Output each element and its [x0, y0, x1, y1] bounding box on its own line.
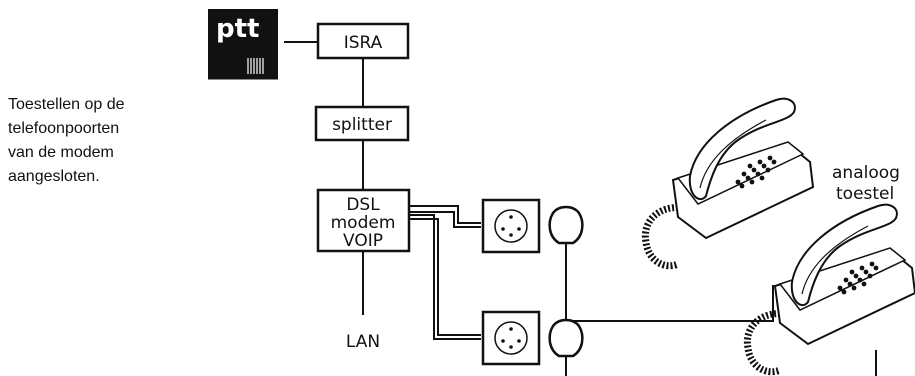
wall-socket-1 — [481, 198, 541, 254]
phone-label-line-1: analoog — [832, 163, 900, 183]
line-modem-socket-2b — [409, 218, 481, 336]
plug-2 — [548, 318, 584, 358]
wall-socket-2 — [481, 310, 541, 366]
cable-phone-1 — [565, 243, 774, 322]
splitter-node: splitter — [314, 105, 410, 142]
phone-label-line-2: toestel — [836, 184, 894, 204]
modem-node: DSL modem VOIP — [316, 188, 411, 253]
caption-text: Toestellen op de telefoonpoorten van de … — [8, 93, 183, 189]
modem-label-line-1: DSL — [346, 195, 380, 215]
caption-line-1: Toestellen op de — [8, 96, 125, 113]
line-modem-socket-1b — [409, 211, 481, 228]
modem-label-line-3: VOIP — [343, 231, 383, 251]
logo-stripes — [247, 58, 264, 74]
line-modem-socket-2a — [409, 214, 481, 340]
connection-lines — [284, 41, 877, 376]
telephone-1 — [645, 99, 813, 266]
ptt-logo: ptt — [208, 9, 278, 80]
isra-label: ISRA — [344, 33, 383, 53]
caption-line-2: telefoonpoorten — [8, 120, 120, 137]
plug-1 — [548, 205, 584, 245]
ptt-logo-text: ptt — [216, 14, 259, 44]
isra-node: ISRA — [316, 22, 410, 60]
caption-line-3: van de modem — [8, 144, 114, 161]
caption-line-4: aangesloten. — [8, 168, 100, 185]
lan-label: LAN — [346, 332, 380, 352]
line-modem-socket-1a — [409, 205, 481, 224]
modem-label-line-2: modem — [331, 213, 396, 233]
splitter-label: splitter — [332, 115, 392, 135]
